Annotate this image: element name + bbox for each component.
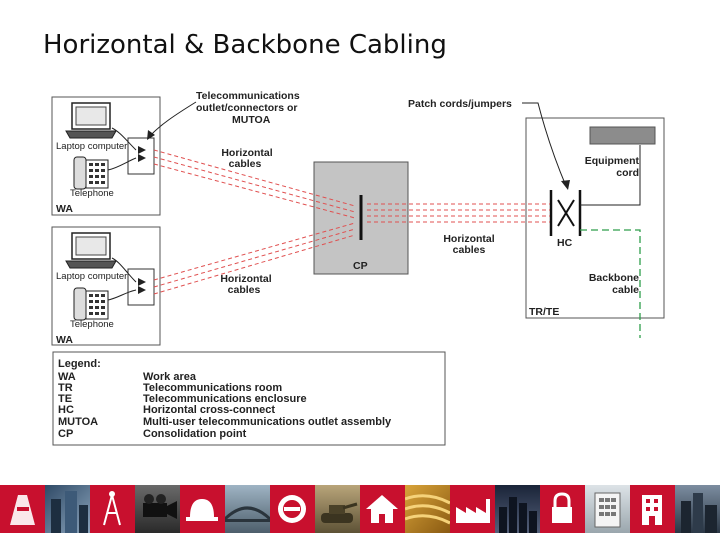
backbone-cable-line [580, 229, 641, 338]
horizontal-cables-label: Horizontal [220, 273, 271, 285]
keypad-icon [585, 485, 630, 533]
legend-desc: Work area [143, 371, 197, 383]
outlet-bottom [127, 268, 155, 306]
backbone-cable-label: cable [612, 284, 639, 296]
horizontal-cables-label: cables [228, 284, 261, 296]
factory-icon [450, 485, 495, 533]
hardhat-icon [180, 485, 225, 533]
equipment-cord-label: Equipment [585, 155, 640, 167]
horizontal-cables-label: Horizontal [221, 147, 272, 159]
laptop-icon [65, 232, 117, 269]
outlet-label: Telecommunications [196, 90, 300, 102]
cables-icon [405, 485, 450, 533]
seal-icon [270, 485, 315, 533]
tr-te-label: TR/TE [529, 306, 559, 318]
legend-desc: Telecommunications enclosure [143, 393, 307, 405]
horizontal-cross-connect [549, 190, 582, 236]
house-icon [360, 485, 405, 533]
horizontal-cables-label: Horizontal [443, 233, 494, 245]
cp-label: CP [353, 260, 368, 272]
skyline-icon [495, 485, 540, 533]
horizontal-cables-label: cables [453, 244, 486, 256]
hc-label: HC [557, 237, 573, 249]
camera-icon [135, 485, 180, 533]
legend-abbr: CP [58, 428, 73, 440]
legend-desc: Consolidation point [143, 428, 247, 440]
patch-cords-label: Patch cords/jumpers [408, 98, 512, 110]
page-title: Horizontal & Backbone Cabling [43, 30, 447, 60]
legend-heading: Legend: [58, 358, 101, 370]
legend-abbr: WA [58, 371, 76, 383]
telecom-room-box [525, 117, 665, 319]
legend-desc: Horizontal cross-connect [143, 404, 275, 416]
equipment-block [589, 126, 656, 145]
telephone-icon [73, 156, 109, 190]
equipment-cord-label: cord [616, 167, 639, 179]
legend-abbr: TE [58, 393, 72, 405]
footer-image-strip [0, 485, 720, 533]
telephone-label: Telephone [70, 319, 114, 330]
skyline-icon [675, 485, 720, 533]
legend-abbr: HC [58, 404, 74, 416]
outlet-label: MUTOA [232, 114, 271, 126]
horizontal-cable-lines [153, 149, 550, 295]
legend-rows: WA Work area TR Telecommunications room … [58, 371, 392, 440]
laptop-icon [65, 102, 117, 139]
tower-icon [90, 485, 135, 533]
telephone-label: Telephone [70, 188, 114, 199]
bridge-icon [225, 485, 270, 533]
legend-desc: Telecommunications room [143, 382, 282, 394]
legend-desc: Multi-user telecommunications outlet ass… [143, 416, 392, 428]
building-icon [630, 485, 675, 533]
wa-label: WA [56, 334, 73, 346]
legend-abbr: MUTOA [58, 416, 98, 428]
skyline-icon [45, 485, 90, 533]
legend-box [52, 351, 446, 446]
laptop-label: Laptop computer [56, 271, 127, 282]
outlet-label: outlet/connectors or [196, 102, 298, 114]
legend-abbr: TR [58, 382, 73, 394]
cone-icon [0, 485, 45, 533]
wa-label: WA [56, 203, 73, 215]
telephone-icon [73, 287, 109, 321]
backbone-cable-label: Backbone [589, 272, 639, 284]
laptop-label: Laptop computer [56, 141, 127, 152]
horizontal-cables-label: cables [229, 158, 262, 170]
lock-icon [540, 485, 585, 533]
tank-icon [315, 485, 360, 533]
